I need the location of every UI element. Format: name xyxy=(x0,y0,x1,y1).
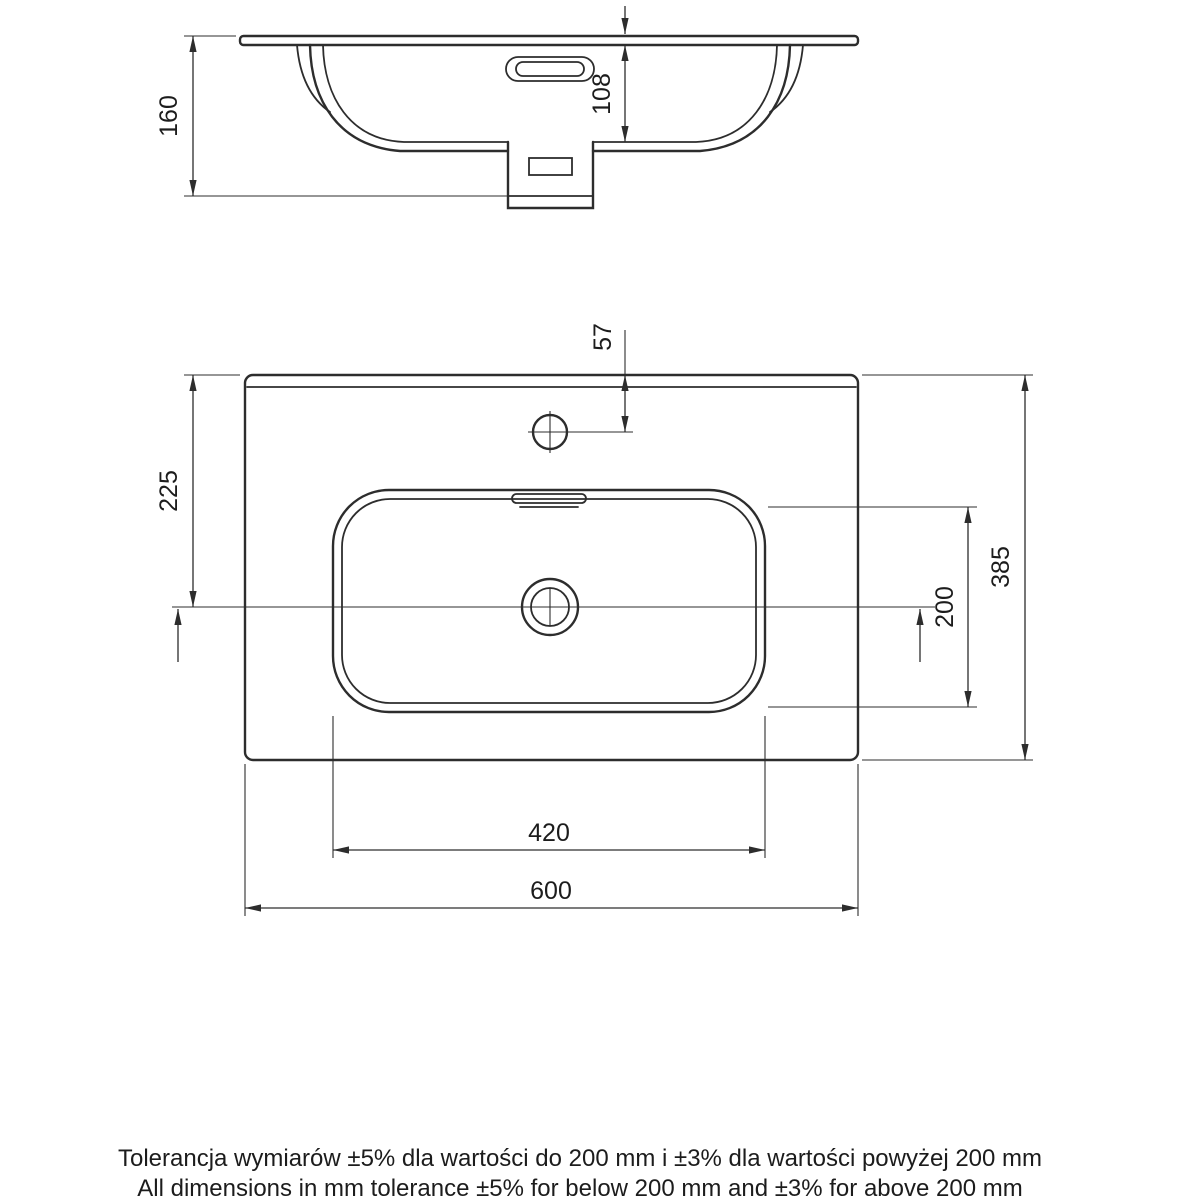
countertop-slab xyxy=(238,34,860,47)
section-view: 160 108 xyxy=(155,6,860,210)
dim-600: 600 xyxy=(244,764,859,916)
dim-label-200: 200 xyxy=(931,586,959,628)
plan-view: 57 225 385 200 420 xyxy=(155,323,1033,916)
bowl-front-rim-curves xyxy=(296,44,804,113)
drain-centerline-arrows xyxy=(174,609,924,662)
drain-opening xyxy=(528,157,573,176)
dim-label-57: 57 xyxy=(589,323,617,351)
dim-label-160: 160 xyxy=(155,95,183,137)
tolerance-notes: Tolerancja wymiarów ±5% dla wartości do … xyxy=(118,1145,1042,1200)
overflow-slot-shape xyxy=(511,493,587,504)
dim-label-420: 420 xyxy=(528,819,570,847)
drain-section xyxy=(506,140,595,210)
drain-body xyxy=(506,140,595,210)
dim-label-225: 225 xyxy=(155,470,183,512)
dim-label-108: 108 xyxy=(588,73,616,115)
dim-108: 108 xyxy=(588,6,629,142)
overflow-inner xyxy=(515,61,585,77)
bowl-inner-wall xyxy=(322,44,778,143)
dim-200: 200 xyxy=(768,506,977,708)
dim-57: 57 xyxy=(589,323,629,432)
dim-160: 160 xyxy=(155,35,508,197)
basin-inner-edge xyxy=(341,498,757,704)
tolerance-note-en: All dimensions in mm tolerance ±5% for b… xyxy=(137,1175,1022,1200)
overflow-slot-section xyxy=(505,56,595,82)
overflow-outer xyxy=(505,56,595,82)
dim-label-600: 600 xyxy=(530,877,572,905)
tolerance-note-pl: Tolerancja wymiarów ±5% dla wartości do … xyxy=(118,1145,1042,1172)
dim-420: 420 xyxy=(332,716,766,858)
dim-385: 385 xyxy=(862,374,1033,761)
dim-label-385: 385 xyxy=(987,546,1015,588)
faucet-hole xyxy=(528,411,633,453)
basin-outer-edge xyxy=(331,488,767,714)
overflow-slot-plan xyxy=(511,493,587,508)
worktop-outline xyxy=(243,373,860,762)
bowl-outer-wall xyxy=(308,43,792,153)
dim-225: 225 xyxy=(155,374,240,607)
